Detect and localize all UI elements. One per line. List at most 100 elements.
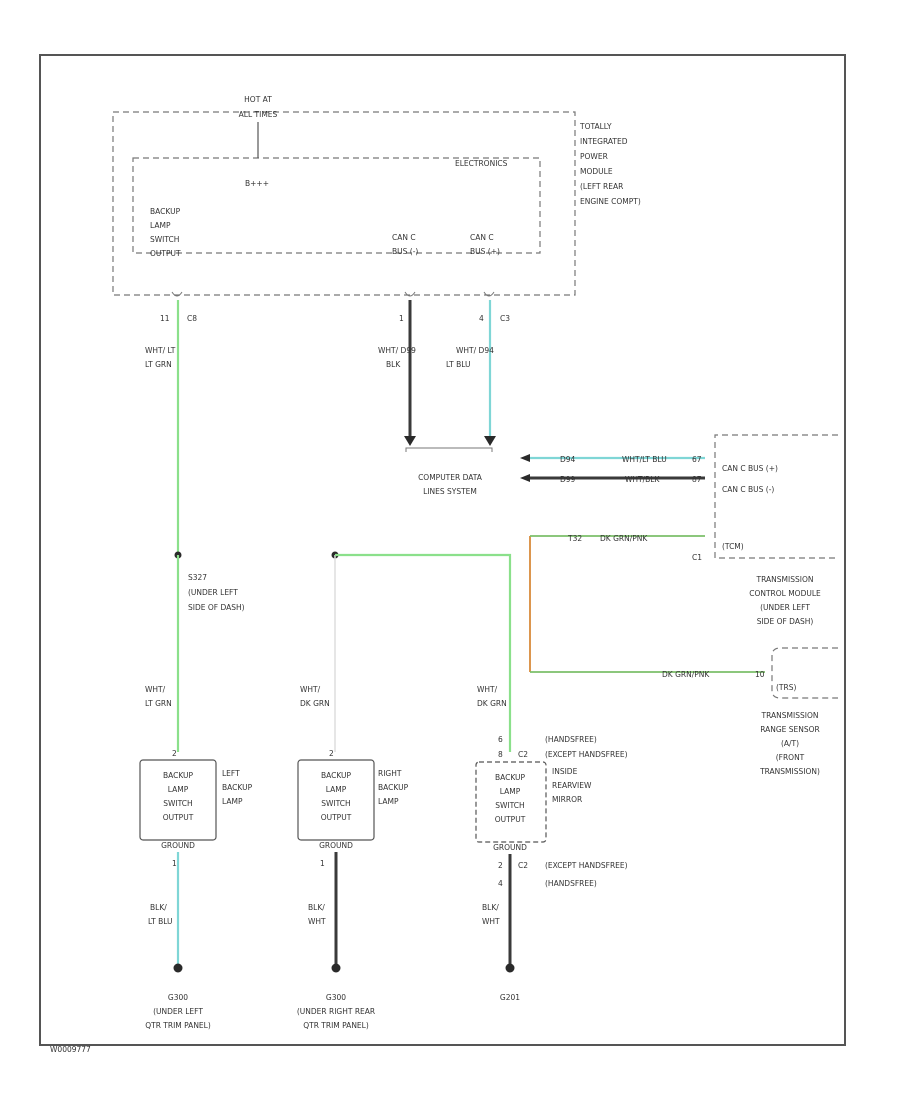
splice-label-line: (UNDER LEFT: [188, 588, 238, 597]
tipm-title-line: POWER: [580, 152, 608, 161]
can-minus-label-line: CAN C: [392, 233, 416, 242]
tipm-title-line: INTEGRATED: [580, 137, 628, 146]
right-lamp-box: [297, 759, 375, 841]
right-lamp-title: RIGHT: [378, 769, 402, 778]
tipm-title-line: TOTALLY: [579, 122, 612, 131]
right-ground-point: QTR TRIM PANEL): [303, 1021, 369, 1030]
left-lamp-title: LEFT: [222, 769, 240, 778]
trs-title-line: TRANSMISSION): [759, 767, 820, 776]
conn-can: C3: [500, 314, 510, 323]
mirror-pin-top-b: 8: [498, 750, 503, 759]
tipm-box: [112, 111, 576, 296]
mirror-title: MIRROR: [552, 795, 582, 804]
mirror-box-text: BACKUP: [495, 773, 526, 782]
tcm-box: [714, 434, 838, 559]
left-lamp-pin-bottom: 1: [172, 859, 177, 868]
tcm-can-circuit: D94: [560, 455, 576, 464]
mirror-variant-bottom-b: (HANDSFREE): [545, 879, 597, 888]
tcm-can-circuit: D99: [560, 475, 576, 484]
trs-wire-color: DK GRN/PNK: [662, 670, 710, 679]
arrow-icon: [404, 436, 416, 446]
left-ground-point: G300: [168, 993, 188, 1002]
can-plus-label-line: CAN C: [470, 233, 494, 242]
left-lamp-box: [139, 759, 217, 841]
right-lamp-pin-bottom: 1: [320, 859, 325, 868]
pin-connector-icon: [404, 291, 416, 297]
mirror-ground-point: G201: [500, 993, 520, 1002]
tcm-can-label: CAN C BUS (+): [722, 464, 778, 473]
mirror-conn-bottom: C2: [518, 861, 528, 870]
tcm-can-label: CAN C BUS (-): [722, 485, 774, 494]
trs-title-line: (A/T): [781, 739, 799, 748]
data-lines-label: COMPUTER DATA: [418, 473, 483, 482]
wire-label-line: LT BLU: [148, 917, 173, 926]
electronics-label: ELECTRONICS: [455, 159, 508, 168]
arrow-left-icon: [520, 474, 530, 482]
left-lamp-ground-text: GROUND: [161, 841, 195, 850]
trs-title-line: TRANSMISSION: [761, 711, 819, 720]
tcm-can-pin: 87: [692, 475, 702, 484]
wire-label-line: LT GRN: [145, 699, 172, 708]
left-lamp-pin-top: 2: [172, 749, 177, 758]
pin-connector-icon: [171, 291, 183, 297]
page-code: W0009777: [50, 1045, 91, 1054]
mirror-title: REARVIEW: [552, 781, 592, 790]
output-label-line: BACKUP: [150, 207, 181, 216]
electronics-box: [132, 157, 541, 254]
left-ground-point: QTR TRIM PANEL): [145, 1021, 211, 1030]
left-lamp-title: LAMP: [222, 797, 243, 806]
wire-label-line: DK GRN: [300, 699, 330, 708]
mirror-box-text: SWITCH: [495, 801, 524, 810]
left-lamp-box-text: BACKUP: [163, 771, 194, 780]
left-lamp-title: BACKUP: [222, 783, 253, 792]
mirror-variant-top-a: (HANDSFREE): [545, 735, 597, 744]
wire-label-line: WHT/ D94: [456, 346, 494, 355]
wire-label-line: DK GRN: [477, 699, 507, 708]
trs-title-line: (FRONT: [776, 753, 805, 762]
mirror-pin-bottom-a: 2: [498, 861, 503, 870]
tcm-bottom-color: DK GRN/PNK: [600, 534, 648, 543]
trs-title-line: RANGE SENSOR: [760, 725, 820, 734]
trs-label: (TRS): [776, 683, 796, 692]
tipm-title: TOTALLY INTEGRATED POWER MODULE (LEFT RE…: [579, 122, 641, 206]
right-lamp-box-text: LAMP: [326, 785, 347, 794]
tcm-title-line: SIDE OF DASH): [757, 617, 814, 626]
left-lamp-box-text: SWITCH: [163, 799, 192, 808]
hot-label-1: HOT AT: [244, 95, 272, 104]
can-plus-label-line: BUS (+): [470, 247, 500, 256]
wire-label-line: WHT/ D99: [378, 346, 416, 355]
wire-label-line: WHT/: [145, 685, 166, 694]
hot-label-2: ALL TIMES: [239, 110, 278, 119]
tcm-can-color: WHT/LT BLU: [622, 455, 667, 464]
arrow-left-icon: [520, 454, 530, 462]
wire-label-line: WHT: [482, 917, 500, 926]
right-lamp-box-text: SWITCH: [321, 799, 350, 808]
tcm-title-line: TRANSMISSION: [756, 575, 814, 584]
left-ground-point: (UNDER LEFT: [153, 1007, 203, 1016]
mirror-box: [475, 761, 547, 843]
tcm-label: (TCM): [722, 542, 744, 551]
right-lamp-pin-top: 2: [329, 749, 334, 758]
right-lamp-box-text: BACKUP: [321, 771, 352, 780]
right-ground-point: G300: [326, 993, 346, 1002]
tcm-bottom-connector: C1: [692, 553, 702, 562]
mirror-box-text: LAMP: [500, 787, 521, 796]
tcm-can-color: WHT/BLK: [625, 475, 660, 484]
mirror-pin-top-a: 6: [498, 735, 503, 744]
mirror-variant-top-b: (EXCEPT HANDSFREE): [545, 750, 628, 759]
mirror-ground-text: GROUND: [493, 843, 527, 852]
splice-label-line: SIDE OF DASH): [188, 603, 245, 612]
wire-label-line: WHT/: [477, 685, 498, 694]
mirror-variant-bottom-a: (EXCEPT HANDSFREE): [545, 861, 628, 870]
ground-dot: [331, 963, 341, 973]
data-lines-label: LINES SYSTEM: [423, 487, 477, 496]
wire-label-line: LT BLU: [446, 360, 471, 369]
wire-label-line: WHT/: [300, 685, 321, 694]
wire-label-line: LT GRN: [145, 360, 172, 369]
mirror-conn-top: C2: [518, 750, 528, 759]
tcm-title-line: (UNDER LEFT: [760, 603, 810, 612]
pin-connector-icon: [483, 291, 495, 297]
trs-box: [771, 647, 838, 699]
splice-label-line: S327: [188, 573, 207, 582]
trs-pin: 10: [755, 670, 765, 679]
